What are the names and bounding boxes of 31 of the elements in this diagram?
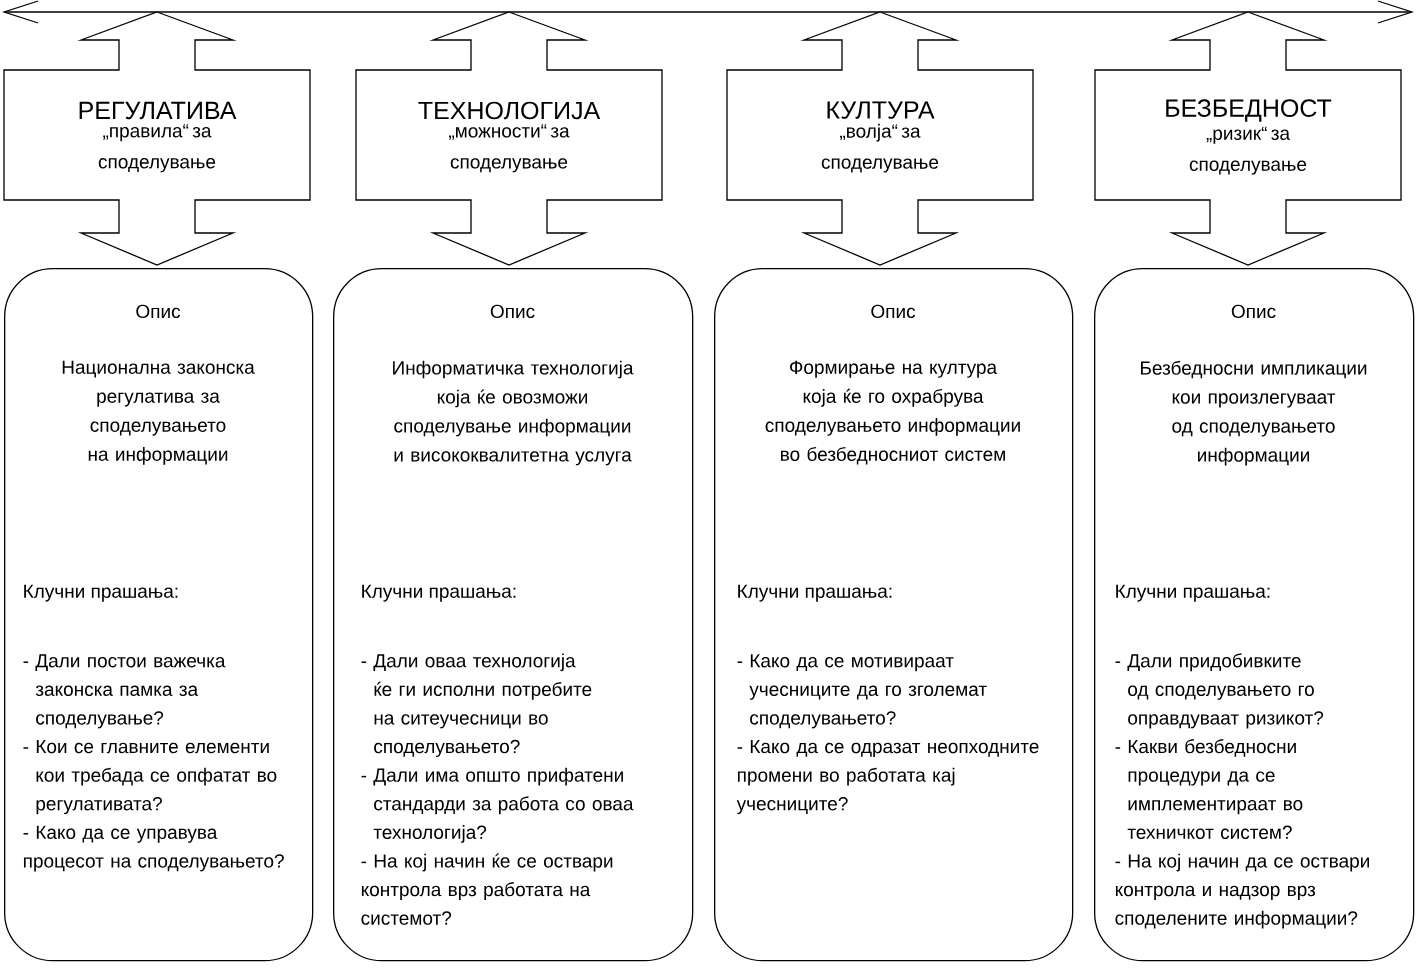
description-text: Безбедносни импликации кои произлегуваат од споделувањето информации — [1141, 360, 1367, 466]
section-label: Опис — [1231, 304, 1276, 319]
question-text: - Дали придобивките од споделувањето го оправдуваат ризикот? — [1115, 653, 1324, 729]
section-label: Клучни прашања: — [1116, 584, 1270, 602]
section-label: Опис — [136, 304, 181, 319]
section-label: Клучни прашања: — [24, 584, 178, 602]
description-text: Формирање на култура која ќе го охрабрува споделувањето информации во безбедносниот систем — [765, 360, 1020, 465]
double-arrow-box: БЕЗБЕДНОСТ „ризик“ за споделување — [1094, 11, 1402, 266]
rounded-box — [1094, 268, 1415, 962]
section-label: Клучни прашања: — [362, 584, 516, 602]
description-text: Национална законска регулатива за споделувањето на информации — [62, 360, 255, 465]
question-text: - Какви безбедносни процедури да се имплементираат во техничкот систем? — [1115, 739, 1303, 840]
question-text: - Како да се одразат неопходните промени во работата кај учесниците? — [736, 740, 1039, 815]
rounded-box — [333, 268, 694, 962]
question-text: - Дали има општо прифатени стандарди за работа со оваа технологија? — [361, 767, 634, 843]
question-text: - На кој начин да се оствари контрола и надзор врз споделените информации? — [1115, 853, 1369, 929]
rounded-box — [714, 268, 1074, 962]
description-text: Информатичка технологија која ќе овозможи споделување информации и висококвалитетна услуга — [393, 360, 634, 466]
rounded-box — [4, 268, 314, 962]
question-text: - На кој начин ќе се оствари контрола врз работата на системот? — [361, 853, 613, 925]
double-arrow-box: КУЛТУРА „волја“ за споделување — [726, 11, 1034, 266]
question-text: - Дали оваа технологија ќе ги исполни потребите на ситеучесници во споделувањето? — [361, 653, 592, 757]
section-label: Опис — [871, 304, 916, 319]
double-arrow-box: РЕГУЛАТИВА „правила“ за споделување — [3, 11, 311, 266]
section-label: Опис — [490, 304, 535, 319]
question-text: - Кои се главните елементи кои требада се опфатат во регулативата? — [23, 740, 277, 815]
question-text: - Како да се мотивираат учесниците да го зголемат споделувањето? — [737, 654, 987, 729]
double-arrow-box: ТЕХНОЛОГИЈА „можности“ за споделување — [355, 11, 663, 266]
section-label: Клучни прашања: — [738, 584, 892, 602]
question-text: - Дали постои важечка законска памка за споделување? — [23, 654, 226, 729]
question-text: - Како да се управува процесот на споделувањето? — [23, 825, 284, 872]
